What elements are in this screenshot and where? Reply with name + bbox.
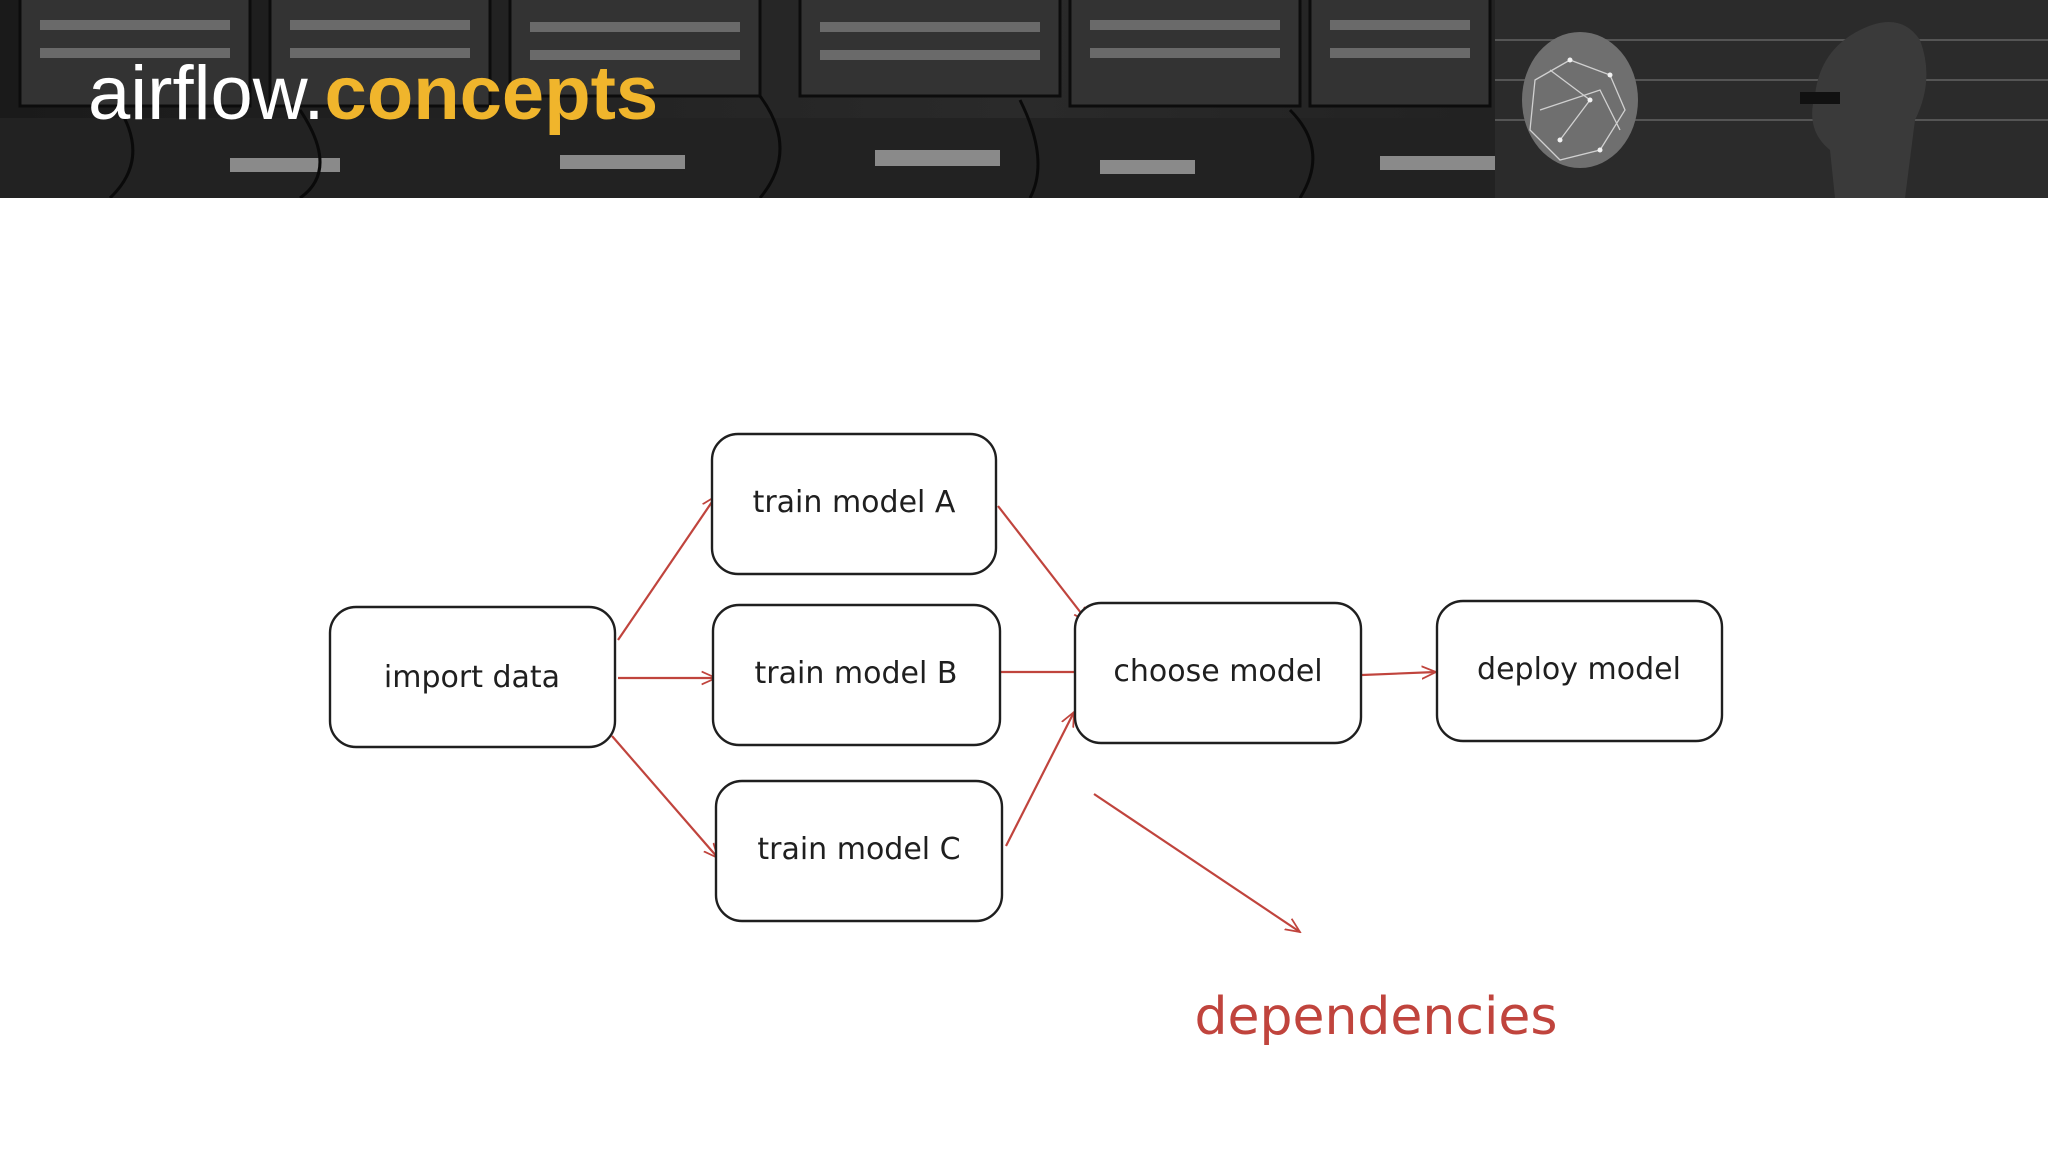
edge-train-c-to-choose xyxy=(1005,712,1075,847)
server-rack-background xyxy=(0,0,2048,198)
node-train-model-c-label: train model C xyxy=(757,832,960,867)
node-choose-model xyxy=(1073,601,1363,745)
node-train-model-b-label: train model B xyxy=(755,656,958,691)
node-import-data xyxy=(328,605,617,749)
edge-train-a-to-choose xyxy=(997,505,1088,622)
node-train-model-a xyxy=(710,432,998,576)
node-train-model-b xyxy=(711,603,1002,747)
edge-import-to-train-a xyxy=(617,496,716,641)
edge-choose-to-deploy xyxy=(1361,672,1436,675)
edge-import-to-train-c xyxy=(611,735,718,858)
node-train-model-a-label: train model A xyxy=(753,485,956,520)
ai-head-icon xyxy=(1522,32,1638,168)
dag-diagram: import data train model A train model B … xyxy=(328,432,1724,1047)
dependencies-annotation: dependencies xyxy=(1194,987,1557,1047)
node-deploy-model xyxy=(1435,599,1724,743)
annotation-arrow xyxy=(1093,793,1300,932)
node-train-model-c xyxy=(714,779,1004,923)
title-accent: concepts xyxy=(324,51,659,136)
node-choose-model-label: choose model xyxy=(1113,654,1322,689)
page-title: airflow.concepts xyxy=(88,44,658,144)
node-deploy-model-label: deploy model xyxy=(1477,652,1681,687)
silhouette-head-icon xyxy=(1800,22,1927,198)
title-prefix: airflow. xyxy=(88,51,325,136)
header-banner: airflow.concepts xyxy=(0,0,2048,198)
node-import-data-label: import data xyxy=(384,660,560,695)
